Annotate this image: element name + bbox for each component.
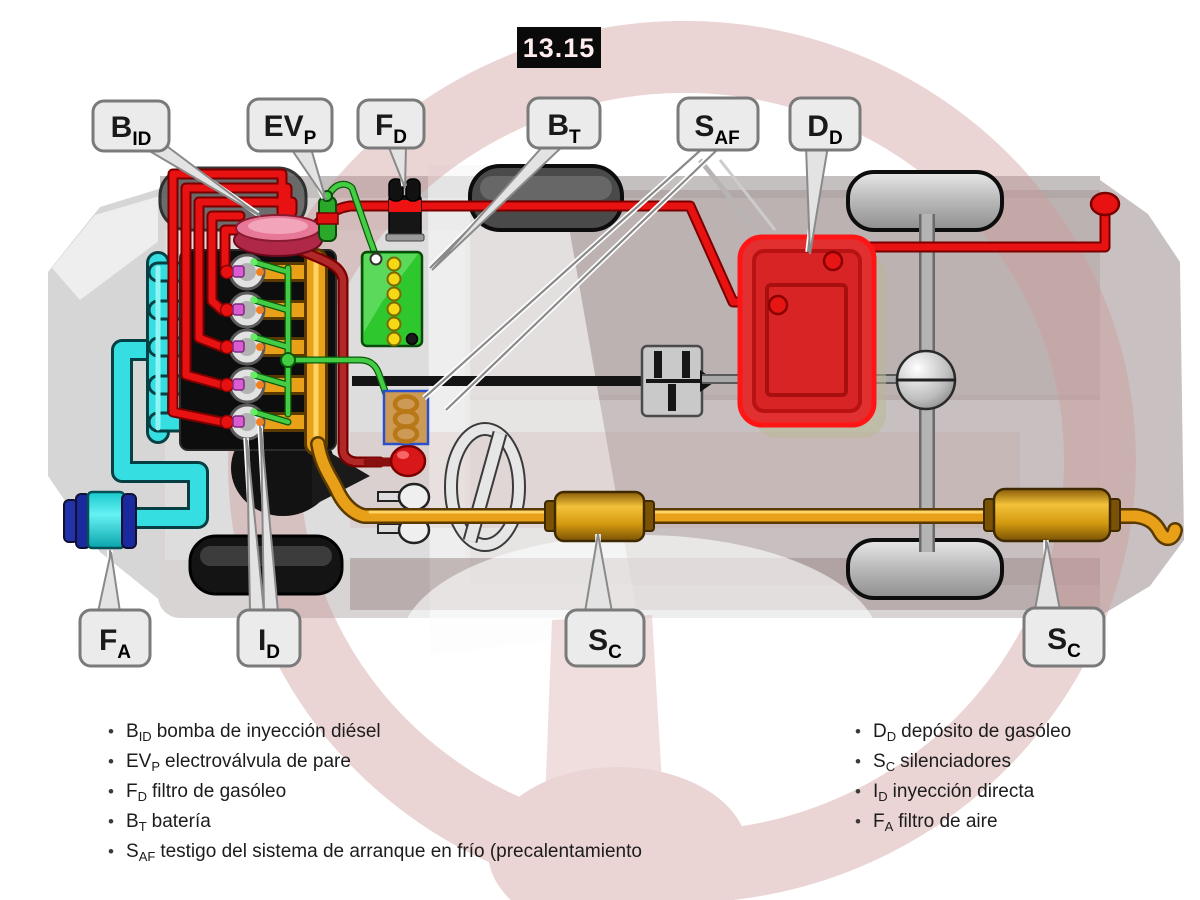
callout-ev-p: EVP — [246, 97, 334, 153]
bullet-icon: • — [855, 752, 861, 771]
figure-number: 13.15 — [523, 33, 596, 63]
battery-terminal-positive — [369, 252, 383, 266]
exhaust-system — [255, 248, 1183, 547]
callout-s-af: SAF — [676, 96, 760, 152]
leader-lines — [96, 143, 1062, 613]
callouts: BID EVP FD BT SAF DD FA ID — [78, 96, 1106, 668]
bullet-icon: • — [108, 842, 114, 861]
svg-text:DD: DD — [807, 110, 842, 149]
callout-b-id: BID — [91, 99, 171, 153]
fuel-filter — [385, 178, 425, 242]
bullet-icon: • — [108, 812, 114, 831]
svg-text:SAF: SAF — [694, 110, 739, 149]
fuel-filler — [1089, 191, 1121, 217]
flex-coupling — [640, 344, 716, 418]
bullet-icon: • — [108, 782, 114, 801]
bullet-icon: • — [108, 722, 114, 741]
muffler-center — [544, 490, 655, 543]
callout-i-d: ID — [236, 608, 302, 668]
gearshift-knob — [363, 444, 427, 478]
stop-solenoid — [316, 190, 339, 242]
svg-text:BT: BT — [547, 109, 581, 148]
svg-text:FA: FA — [99, 624, 131, 663]
battery — [360, 250, 424, 348]
preheat-indicator — [382, 389, 430, 446]
injection-pump — [233, 214, 323, 257]
injector-unions — [219, 264, 245, 430]
battery-terminal-negative — [405, 332, 419, 346]
svg-text:BID: BID — [111, 111, 152, 150]
svg-text:EVP: EVP — [264, 110, 317, 149]
air-filter — [63, 490, 137, 550]
bullet-icon: • — [855, 782, 861, 801]
figure-number-box: 13.15 — [517, 27, 601, 68]
glow-plug-wiring — [250, 180, 390, 426]
callout-f-a: FA — [78, 608, 152, 668]
fuel-return-line — [296, 246, 384, 466]
fuel-tank — [737, 234, 886, 438]
svg-text:SC: SC — [588, 624, 622, 663]
bullet-icon: • — [855, 722, 861, 741]
bullet-icon: • — [108, 752, 114, 771]
svg-text:FD: FD — [375, 109, 407, 148]
callout-f-d: FD — [356, 98, 426, 150]
callout-d-d: DD — [788, 96, 862, 152]
muffler-rear — [983, 487, 1121, 543]
svg-text:SC: SC — [1047, 623, 1081, 662]
bullet-icon: • — [855, 812, 861, 831]
callout-s-c-mid: SC — [564, 608, 646, 668]
callout-b-t: BT — [526, 96, 602, 150]
svg-text:ID: ID — [258, 624, 280, 663]
callout-s-c-right: SC — [1022, 606, 1106, 668]
